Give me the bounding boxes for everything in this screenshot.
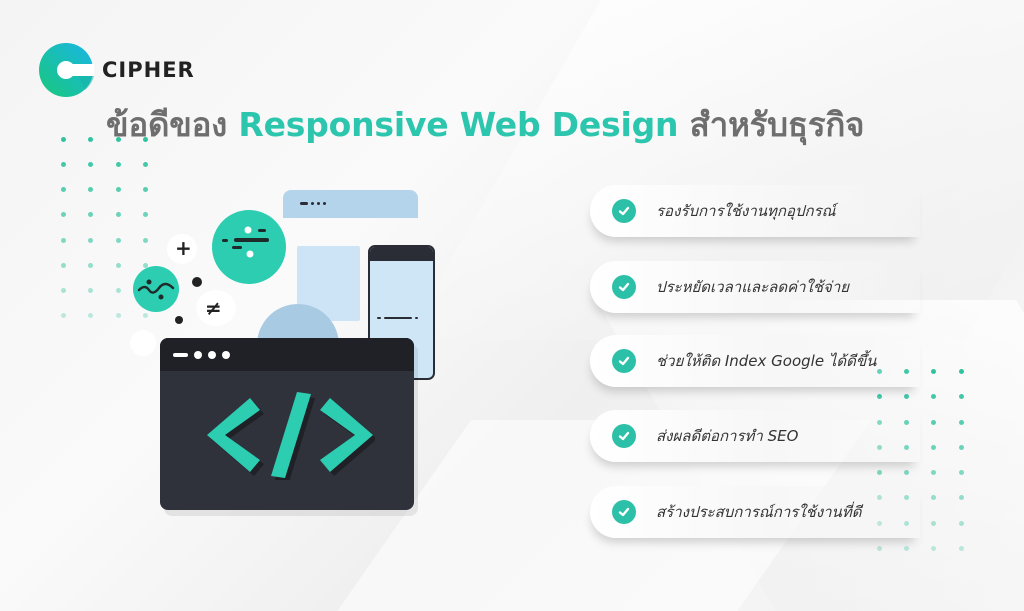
grid-dot: [61, 137, 66, 142]
grid-dot: [88, 187, 93, 192]
check-circle-icon: [612, 349, 636, 373]
grid-dot: [959, 546, 964, 551]
benefit-label: รองรับการใช้งานทุกอุปกรณ์: [656, 202, 836, 220]
benefit-item: ช่วยให้ติด Index Google ได้ดีขึ้น: [590, 335, 920, 387]
benefit-item: รองรับการใช้งานทุกอุปกรณ์: [590, 185, 920, 237]
grid-dot: [904, 470, 909, 475]
grid-dot: [931, 394, 936, 399]
grid-dot: [61, 212, 66, 217]
grid-dot: [931, 445, 936, 450]
grid-dot: [88, 212, 93, 217]
brand-logo[interactable]: CIPHER: [38, 42, 195, 98]
plus-bubble: +: [167, 234, 197, 264]
grid-dot: [904, 546, 909, 551]
grid-dot: [88, 137, 93, 142]
grid-dot: [116, 137, 121, 142]
grid-dot: [88, 238, 93, 243]
check-circle-icon: [612, 424, 636, 448]
benefit-label: ส่งผลดีต่อการทำ SEO: [656, 427, 799, 445]
minimize-icon: [173, 353, 188, 357]
grid-dot: [116, 187, 121, 192]
plus-icon: +: [175, 236, 192, 260]
grid-dot: [88, 162, 93, 167]
grid-dot: [959, 521, 964, 526]
check-circle-icon: [612, 500, 636, 524]
grid-dot: [116, 212, 121, 217]
benefit-label: สร้างประสบการณ์การใช้งานที่ดี: [656, 503, 862, 521]
cipher-logo-icon: [39, 43, 94, 97]
grid-dot: [931, 470, 936, 475]
window-controls: [173, 351, 230, 359]
grid-dot: [116, 288, 121, 293]
grid-dot: [61, 238, 66, 243]
decorative-circle: [130, 330, 156, 356]
grid-dot: [877, 546, 882, 551]
decorative-dot: [175, 316, 183, 324]
grid-dot: [61, 162, 66, 167]
grid-dot: [116, 162, 121, 167]
grid-dot: [959, 369, 964, 374]
grid-dot: [88, 288, 93, 293]
benefit-item: สร้างประสบการณ์การใช้งานที่ดี: [590, 486, 920, 538]
benefit-label: ช่วยให้ติด Index Google ได้ดีขึ้น: [656, 352, 877, 370]
grid-dot: [61, 288, 66, 293]
grid-dot: [959, 394, 964, 399]
grid-dot: [143, 313, 148, 318]
benefit-label: ประหยัดเวลาและลดค่าใช้จ่าย: [656, 278, 850, 296]
grid-dot: [143, 137, 148, 142]
grid-dot: [88, 263, 93, 268]
grid-dot: [143, 187, 148, 192]
grid-dot: [877, 394, 882, 399]
grid-dot: [959, 495, 964, 500]
page-title: ข้อดีของ Responsive Web Design สำหรับธุร…: [106, 100, 865, 150]
decorative-dot: [192, 277, 202, 287]
not-equal-icon: ≠: [205, 296, 222, 320]
divide-bubble-icon: [212, 210, 286, 284]
grid-dot: [116, 238, 121, 243]
benefit-item: ส่งผลดีต่อการทำ SEO: [590, 410, 920, 462]
grid-dot: [904, 394, 909, 399]
grid-dot: [88, 313, 93, 318]
wave-bubble-icon: [133, 266, 179, 312]
not-equal-bubble: ≠: [196, 290, 236, 326]
grid-dot: [959, 445, 964, 450]
window-title-bar: [160, 338, 414, 371]
window-dot-icon: [222, 351, 230, 359]
grid-dot: [61, 187, 66, 192]
webpage-header-block: [283, 190, 418, 218]
grid-dot: [959, 420, 964, 425]
title-prefix: ข้อดีของ: [106, 105, 228, 144]
benefit-item: ประหยัดเวลาและลดค่าใช้จ่าย: [590, 261, 920, 313]
title-highlight: Responsive Web Design: [238, 105, 679, 144]
menu-dash-icon: [300, 202, 326, 205]
phone-content-line: [377, 317, 418, 319]
grid-dot: [143, 238, 148, 243]
grid-dot: [116, 263, 121, 268]
grid-dot: [143, 212, 148, 217]
phone-notch-bar: [370, 247, 433, 261]
grid-dot: [877, 470, 882, 475]
grid-dot: [931, 369, 936, 374]
grid-dot: [959, 470, 964, 475]
grid-dot: [931, 546, 936, 551]
check-circle-icon: [612, 199, 636, 223]
grid-dot: [143, 263, 148, 268]
grid-dot: [143, 162, 148, 167]
grid-dot: [116, 313, 121, 318]
grid-dot: [61, 313, 66, 318]
brand-name: CIPHER: [102, 58, 195, 82]
code-brackets-icon: [207, 392, 375, 480]
window-dot-icon: [194, 351, 202, 359]
grid-dot: [61, 263, 66, 268]
grid-dot: [931, 420, 936, 425]
title-suffix: สำหรับธุรกิจ: [689, 105, 865, 144]
grid-dot: [931, 495, 936, 500]
code-editor-window: [160, 338, 414, 510]
check-circle-icon: [612, 275, 636, 299]
window-dot-icon: [208, 351, 216, 359]
grid-dot: [931, 521, 936, 526]
